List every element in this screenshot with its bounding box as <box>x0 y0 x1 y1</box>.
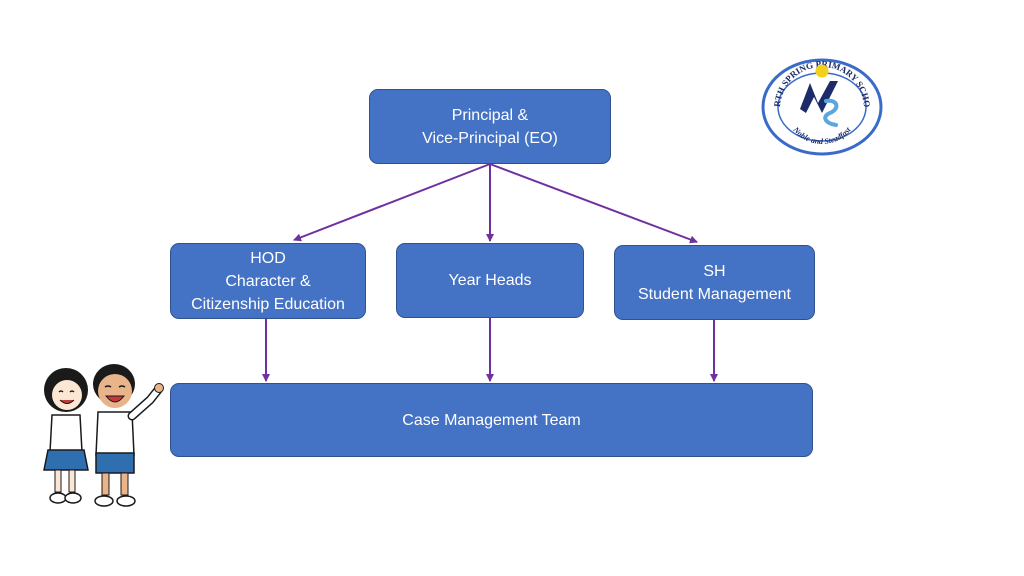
principal-line-1: Principal & <box>451 106 529 124</box>
case-management-team-box: Case Management Team <box>170 383 813 457</box>
cartoon-students-icon <box>43 364 164 507</box>
sh-line-2: Student Management <box>638 285 791 303</box>
year-heads-box: Year Heads <box>396 243 584 318</box>
case-management-team-label: Case Management Team <box>402 411 581 429</box>
hod-line-3: Citizenship Education <box>191 295 345 313</box>
hod-line-2: Character & <box>225 272 311 290</box>
principal-box: Principal & Vice-Principal (EO) <box>369 89 611 164</box>
year-heads-label: Year Heads <box>448 272 532 289</box>
school-crest-icon: NORTH SPRING PRIMARY SCHOOL Noble and St… <box>760 57 883 156</box>
hod-box: HOD Character & Citizenship Education <box>170 243 366 319</box>
hod-line-1: HOD <box>250 249 286 267</box>
sh-box: SH Student Management <box>614 245 815 320</box>
arrow-principal-to-hod <box>293 163 491 242</box>
sh-line-1: SH <box>703 262 726 280</box>
principal-line-2: Vice-Principal (EO) <box>422 129 558 147</box>
arrow-principal-to-sh <box>489 163 698 244</box>
